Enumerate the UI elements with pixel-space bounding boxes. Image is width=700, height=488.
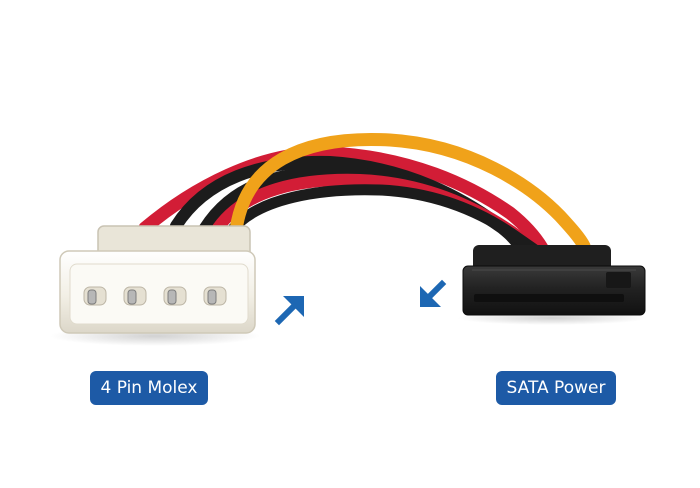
molex-pin [203,286,227,306]
sata-body [462,265,646,316]
cable-bundle [138,132,591,261]
wire-black-c [226,184,548,261]
molex-pin [123,286,147,306]
molex-label: 4 Pin Molex [90,371,208,405]
molex-pins [83,286,227,306]
arrow-up-right-icon [274,296,304,326]
wire-yellow [229,132,591,253]
molex-connector [59,225,256,334]
arrow-down-left-icon [420,279,447,307]
molex-front-face [69,263,249,325]
molex-pin [163,286,187,306]
sata-label: SATA Power [496,371,616,405]
sata-slot [474,294,624,302]
molex-pin [83,286,107,306]
sata-key [606,272,631,288]
sata-connector [462,245,646,316]
